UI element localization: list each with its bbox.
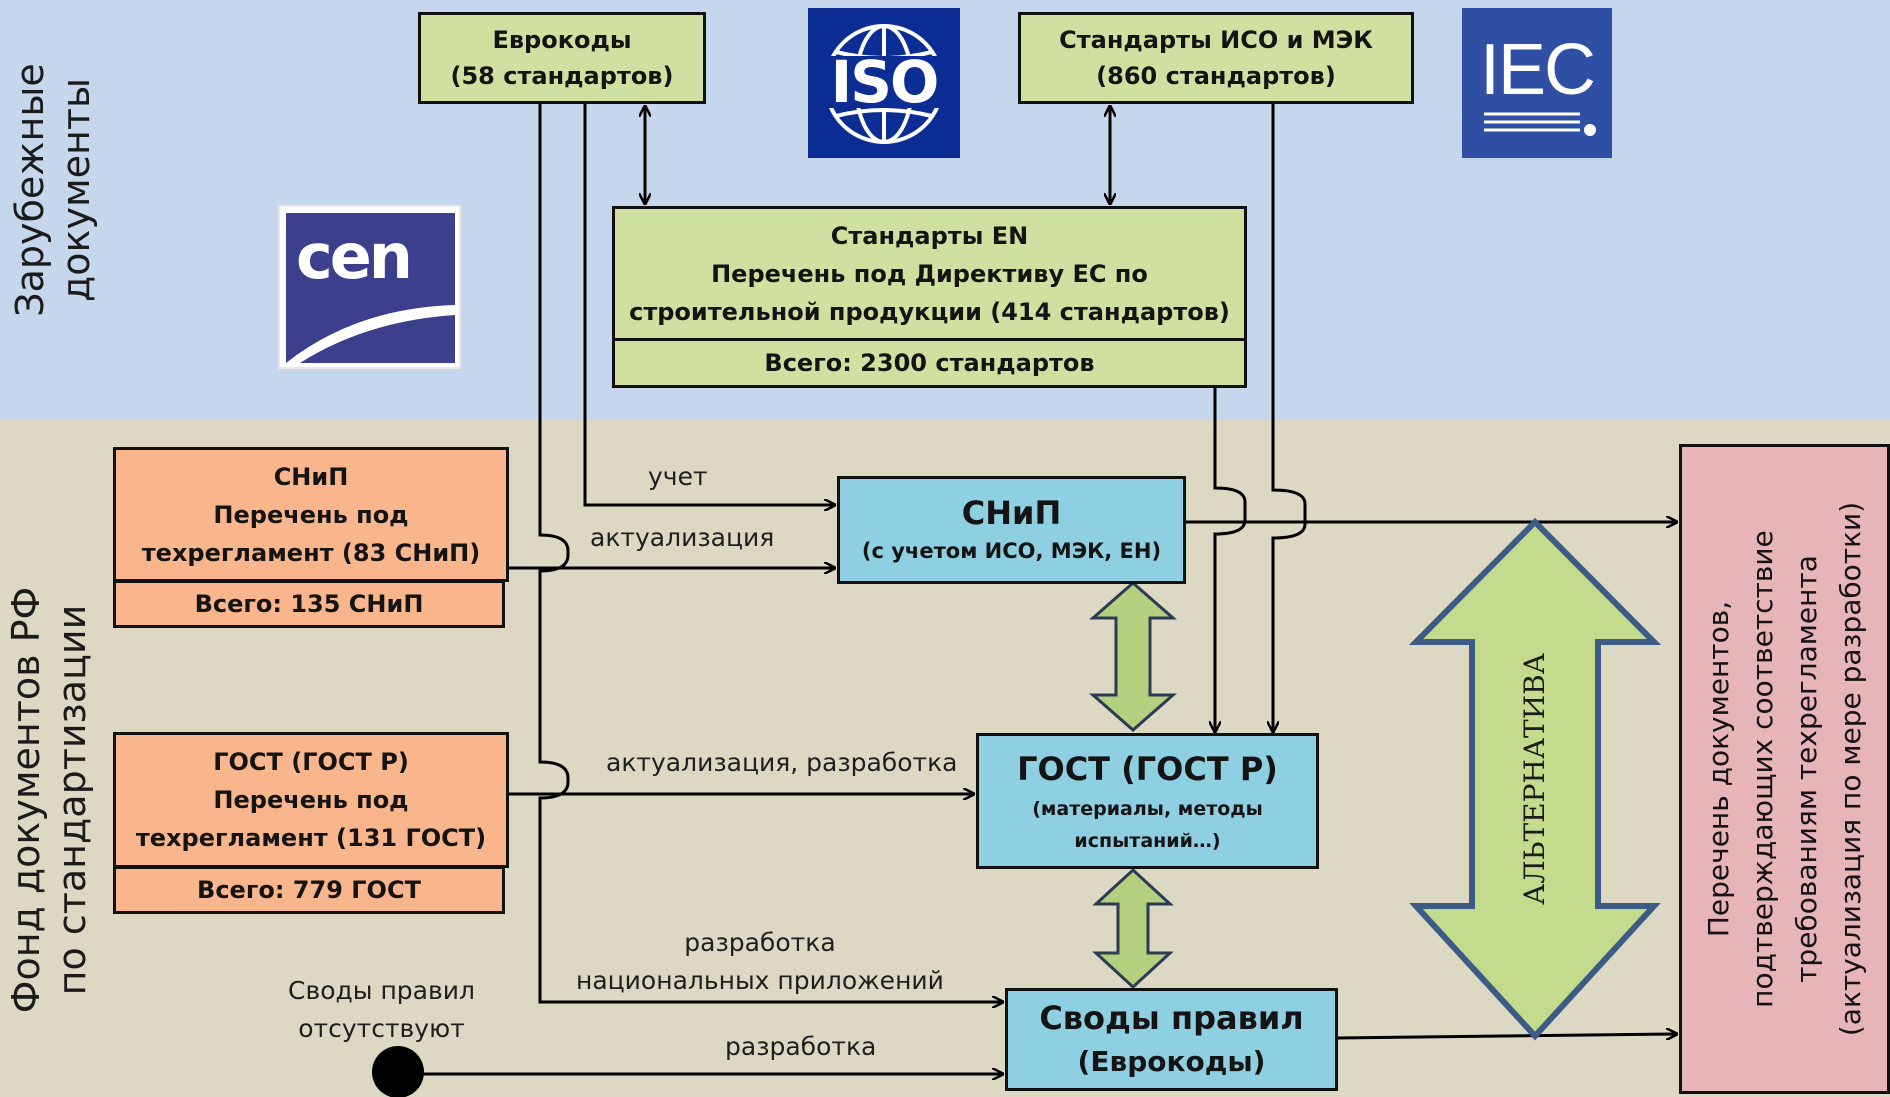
cen-logo: cen — [278, 205, 461, 369]
documents-list-text: Перечень документов, подтверждающих соот… — [1701, 501, 1867, 1037]
gost-center-box: ГОСТ (ГОСТ Р) (материалы, методы испытан… — [976, 733, 1319, 869]
codes-center-box: Своды правил (Еврокоды) — [1005, 988, 1338, 1091]
en-standards-total: Всего: 2300 стандартов — [615, 338, 1244, 385]
documents-list-box: Перечень документов, подтверждающих соот… — [1679, 444, 1890, 1094]
snip-total-box: Всего: 135 СНиП — [113, 580, 505, 628]
iec-logo-text: IEC — [1479, 30, 1596, 110]
actualization-label: актуализация — [590, 523, 775, 552]
en-gost-arrow — [1215, 388, 1247, 732]
gost-total-box: Всего: 779 ГОСТ — [113, 866, 505, 914]
snip-center-box: СНиП (с учетом ИСО, МЭК, ЕН) — [837, 476, 1186, 584]
iso-logo: ISO — [808, 8, 960, 158]
eurocodes-box: Еврокоды (58 стандартов) — [418, 12, 706, 104]
gost-codes-double-arrow — [1092, 867, 1174, 990]
start-dot — [372, 1046, 424, 1097]
en-standards-box: Стандарты EN Перечень под Директиву ЕС п… — [612, 206, 1247, 388]
codes-absent-label: Своды правил отсутствуют — [288, 976, 475, 1043]
iso-globe-icon — [822, 24, 946, 144]
alternative-label: АЛЬТЕРНАТИВА — [1518, 653, 1551, 905]
eurocodes-snip-arrow — [583, 102, 835, 505]
uchet-label: учет — [648, 462, 708, 491]
iso-iec-standards-box: Стандарты ИСО и МЭК (860 стандартов) — [1018, 12, 1414, 104]
development-label: разработка — [725, 1032, 877, 1061]
codes-right-arrow — [1337, 1034, 1677, 1038]
alternative-double-arrow — [1408, 517, 1662, 1041]
cen-swoosh-icon — [286, 305, 455, 363]
iso-logo-text: ISO — [830, 48, 940, 116]
actualization-development-label: актуализация, разработка — [606, 748, 958, 777]
iso-gost-arrow — [1273, 102, 1307, 732]
cen-logo-text: cen — [296, 220, 413, 293]
iec-logo: IEC — [1462, 8, 1612, 158]
national-annex-label: разработка национальных приложений — [576, 928, 944, 995]
gost-list-box: ГОСТ (ГОСТ Р) Перечень под техрегламент … — [113, 732, 509, 868]
snip-list-box: СНиП Перечень под техрегламент (83 СНиП) — [113, 447, 509, 582]
snip-gost-double-arrow — [1089, 581, 1177, 732]
iec-stripes-icon — [1484, 112, 1596, 136]
